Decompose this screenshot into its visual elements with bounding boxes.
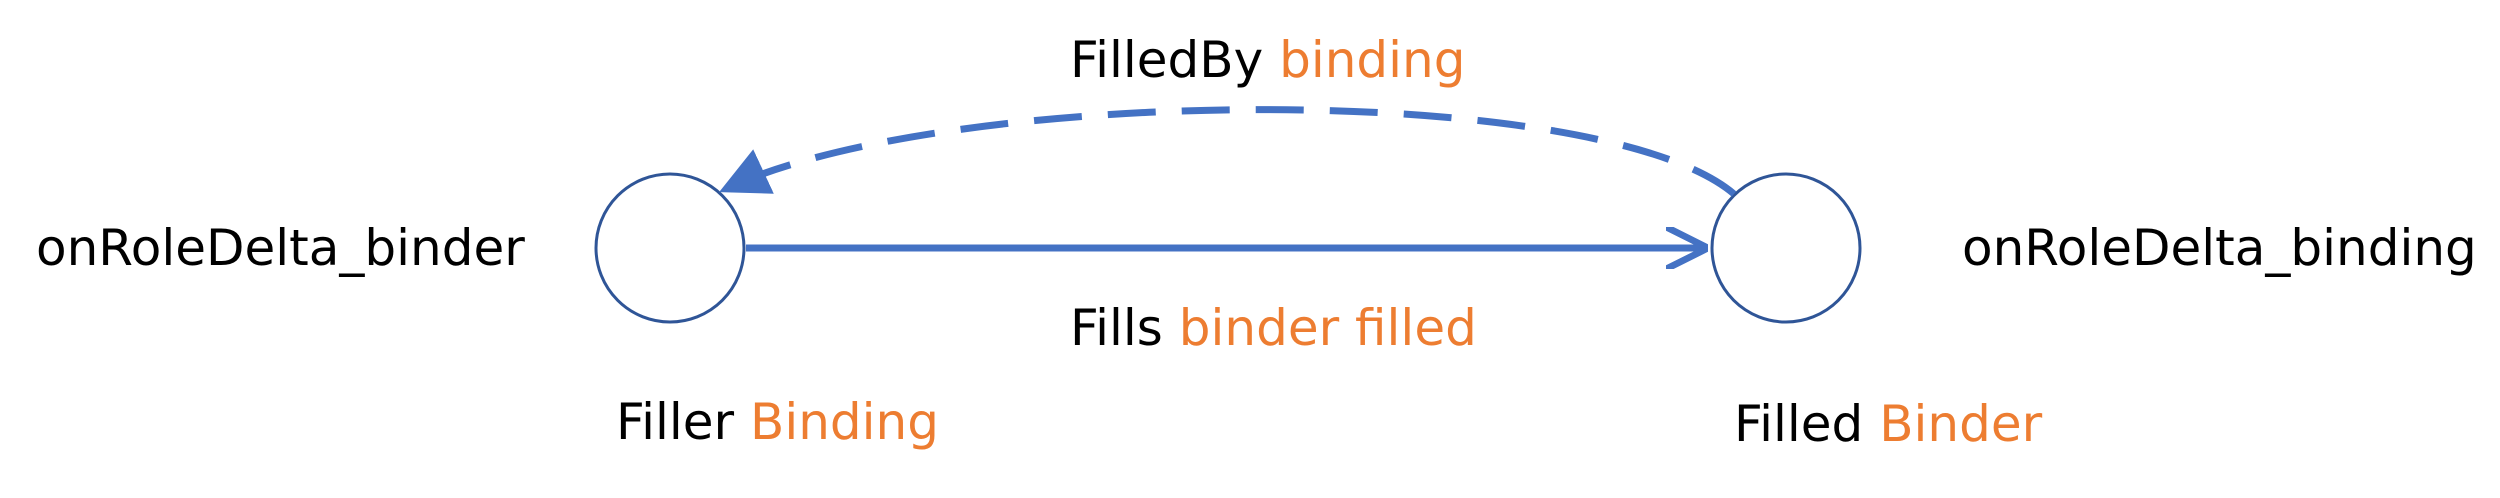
right-node-role-label: Filled Binder <box>1734 394 2042 454</box>
left-node-role: Filler <box>616 393 735 451</box>
right-node-role: Filled <box>1734 395 1864 453</box>
filled-by-edge-name: FilledBy <box>1070 31 1264 89</box>
right-node-label: onRoleDelta_binding <box>1962 218 2477 278</box>
fills-edge-detail: binder filled <box>1178 299 1477 357</box>
left-node-role-label: Filler Binding <box>616 392 939 452</box>
right-node-role-type: Binder <box>1879 395 2043 453</box>
filled-by-edge-label: FilledBy binding <box>1070 30 1466 90</box>
left-node-role-type: Binding <box>750 393 939 451</box>
fills-edge-label: Fills binder filled <box>1070 298 1477 358</box>
fills-edge-name: Fills <box>1070 299 1163 357</box>
filled-by-edge <box>719 106 1737 197</box>
right-node-circle <box>1710 172 1862 324</box>
filled-by-edge-detail: binding <box>1279 31 1466 89</box>
left-node-name: onRoleDelta_binder <box>36 219 525 277</box>
right-node-name: onRoleDelta_binding <box>1962 219 2477 277</box>
left-node-circle <box>594 172 746 324</box>
left-node-label: onRoleDelta_binder <box>36 218 525 278</box>
